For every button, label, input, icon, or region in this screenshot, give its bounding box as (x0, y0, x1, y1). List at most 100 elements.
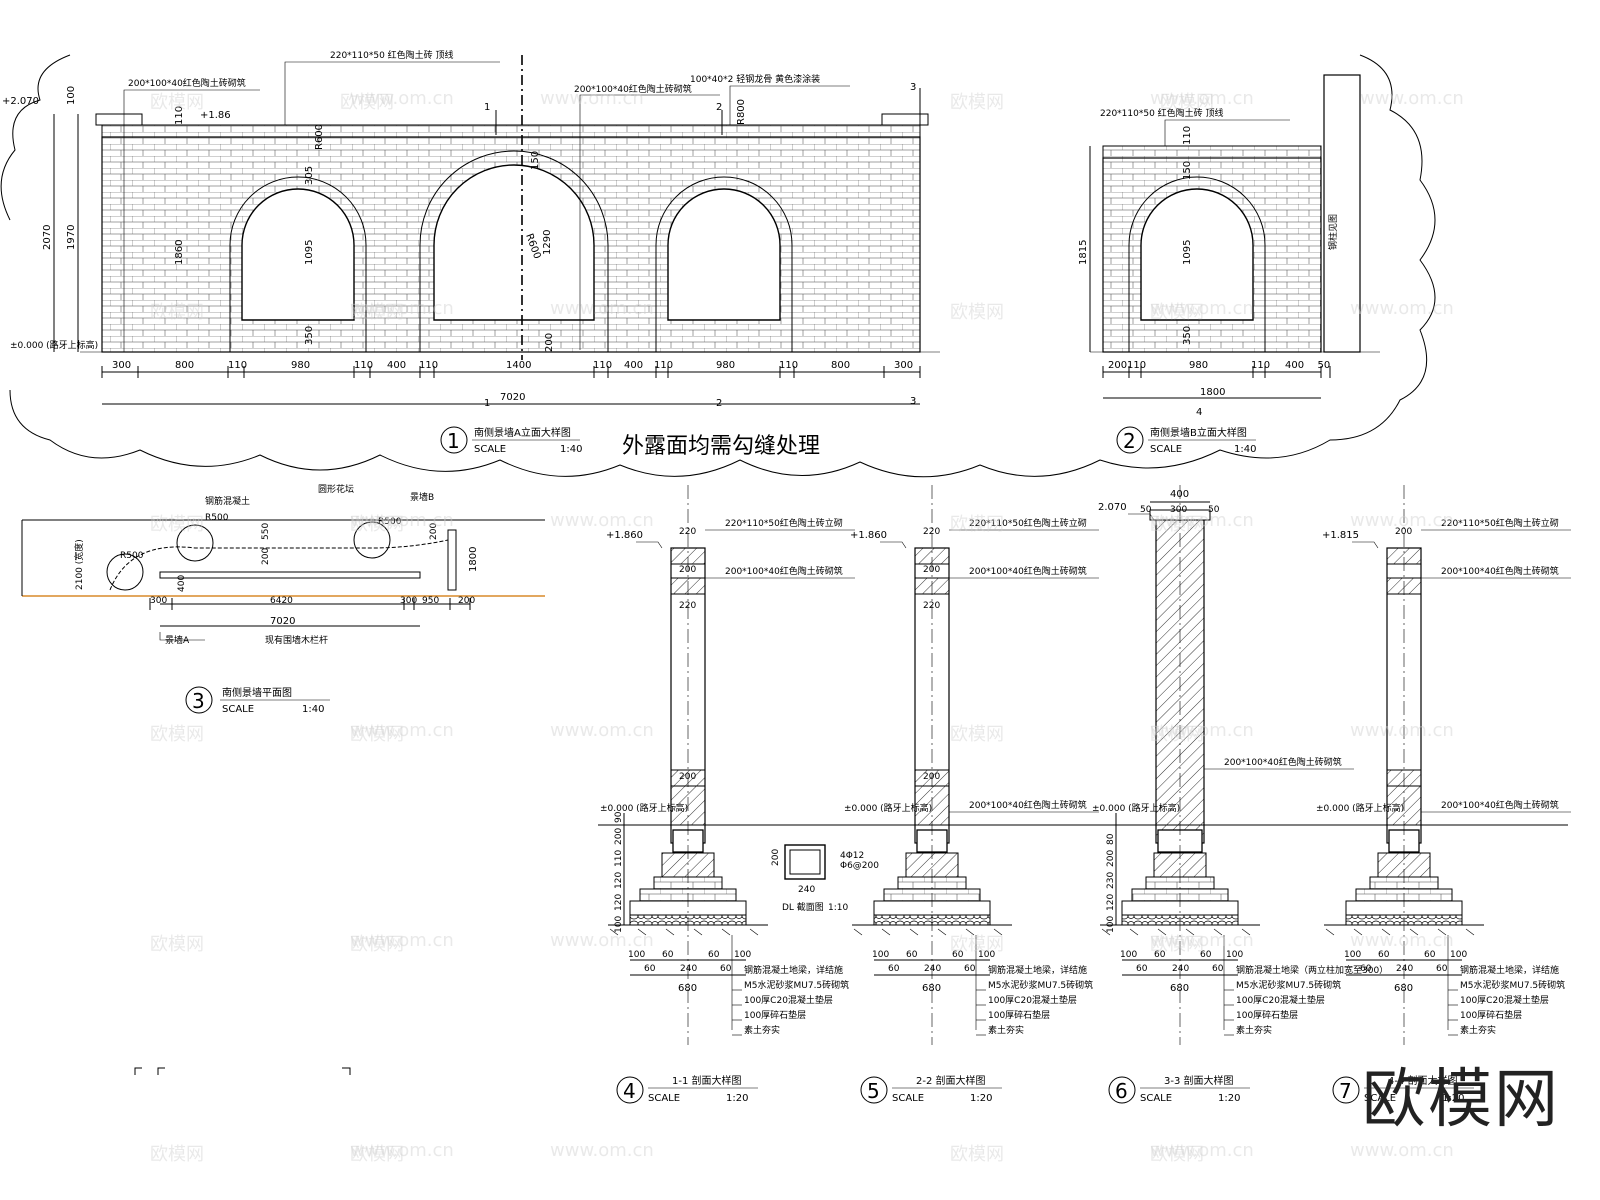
section-title: 4-4 剖面大样图 (1388, 1074, 1458, 1087)
elev-a-dim: 110 (779, 360, 798, 371)
section-foot-dim: 60 (964, 964, 976, 974)
section-layer: 钢筋混凝土地梁，详结施 (744, 964, 843, 976)
elev-a-dim: 800 (831, 360, 850, 371)
plan-wall-a (159, 571, 421, 579)
plan-200-a: 200 (261, 548, 271, 565)
watermark-logo: 欧模网 (1150, 934, 1204, 955)
steel-post (1323, 74, 1361, 353)
section-foot-dim: 60 (708, 950, 720, 960)
arch-opening-3 (667, 188, 781, 321)
height-305: 305 (304, 166, 315, 185)
watermark-logo: 欧模网 (1150, 724, 1204, 745)
section-layer: M5水泥砂浆MU7.5砖砌筑 (1236, 979, 1341, 991)
elev-a-note-2: 220*110*50 红色陶土砖 顶线 (330, 49, 454, 61)
section-scale: 1:20 (1442, 1093, 1464, 1104)
beam-detail: 200 240 4Φ12 Φ6@200 DL 截面图 1:10 (771, 844, 879, 913)
section-left-dim: 90 (614, 811, 624, 823)
watermark-logo: 欧模网 (950, 302, 1004, 323)
arch-ring-1 (229, 176, 367, 352)
section-width: 680 (1170, 983, 1189, 994)
section-foot-dim: 60 (906, 950, 918, 960)
section-foot-dim: 60 (952, 950, 964, 960)
height-100: 100 (66, 86, 77, 105)
section-foot-dim: 240 (1396, 964, 1413, 974)
plan-label-3: 景墙B (410, 491, 434, 503)
plan-scale-word: SCALE (222, 704, 254, 715)
level-186: +1.86 (200, 110, 231, 121)
section-foot-dim: 240 (1172, 964, 1189, 974)
section-layer: 钢筋混凝土地梁（两立柱加宽至300） (1236, 964, 1388, 976)
elev-a-dim: 300 (112, 360, 131, 371)
watermark-url: www.om.cn (1360, 88, 1464, 109)
watermark-logo: 欧模网 (1150, 302, 1204, 323)
plan-550: 550 (261, 523, 271, 540)
watermark-url: www.om.cn (1150, 298, 1254, 319)
elev-b-scale-word: SCALE (1150, 444, 1182, 455)
section-top-dim: 50 (1208, 505, 1220, 515)
elev-a-dim: 400 (387, 360, 406, 371)
plan-dim: 200 (458, 596, 475, 606)
section-note: 220*110*50红色陶土砖立砌 (1441, 517, 1559, 529)
section-layer: 钢筋混凝土地梁，详结施 (1460, 964, 1559, 976)
watermark-logo: 欧模网 (1150, 514, 1204, 535)
section-layer: 100厚碎石垫层 (1460, 1009, 1522, 1021)
beam-scale: 1:10 (828, 903, 848, 913)
height-1970: 1970 (66, 225, 77, 250)
section-foot-dim: 60 (1436, 964, 1448, 974)
section-scale: 1:20 (1218, 1093, 1240, 1104)
section-top-level: +1.860 (850, 530, 887, 541)
plan-dim: 950 (422, 596, 439, 606)
level-ground-a: ±0.000 (路牙上标高) (10, 339, 98, 351)
height-350-b: 350 (1182, 326, 1193, 345)
plan-200-b: 200 (429, 523, 439, 540)
height-350-a: 350 (304, 326, 315, 345)
section-dim: 200 (923, 772, 940, 782)
watermark-logo: 欧模网 (950, 1144, 1004, 1165)
watermark-logo: 欧模网 (350, 724, 404, 745)
section-top-level: +1.815 (1322, 530, 1359, 541)
planter-1 (106, 553, 144, 591)
section-ground-level: ±0.000 (路牙上标高) (600, 802, 688, 814)
watermark-url: www.om.cn (550, 298, 654, 319)
section-foot-dim: 60 (1360, 964, 1372, 974)
section-width: 680 (678, 983, 697, 994)
section-foot-dim: 240 (924, 964, 941, 974)
sec-mark-2-top: 2 (716, 102, 722, 113)
watermark-url: www.om.cn (350, 298, 454, 319)
section-left-dim: 120 (614, 894, 624, 911)
arch-ring-2 (419, 150, 609, 352)
section-layer: 100厚C20混凝土垫层 (988, 994, 1077, 1006)
elev-a-scale-word: SCALE (474, 444, 506, 455)
watermark-url: www.om.cn (550, 720, 654, 741)
section-scale-word: SCALE (892, 1093, 924, 1104)
watermark-url: www.om.cn (1350, 720, 1454, 741)
sec-mark-3-bot: 3 (910, 396, 916, 407)
wall-a-coping (101, 124, 921, 138)
sec-mark-2-bot: 2 (716, 398, 722, 409)
section-layer: M5水泥砂浆MU7.5砖砌筑 (988, 979, 1093, 991)
plan-wall-b (447, 529, 457, 591)
watermark-url: www.om.cn (1150, 510, 1254, 531)
section-foot-dim: 60 (662, 950, 674, 960)
section-title: 3-3 剖面大样图 (1164, 1074, 1234, 1087)
section-top-level: 2.070 (1098, 502, 1127, 513)
section-foot-dim: 60 (1424, 950, 1436, 960)
section-layer: 钢筋混凝土地梁，详结施 (988, 964, 1087, 976)
section-foot-dim: 100 (1344, 950, 1361, 960)
arch-opening-b (1140, 188, 1254, 321)
watermark-url: www.om.cn (350, 88, 454, 109)
section-width: 680 (922, 983, 941, 994)
section-foot-dim: 240 (680, 964, 697, 974)
plan-400: 400 (177, 575, 187, 592)
section-foot-dim: 60 (720, 964, 732, 974)
height-1290: 1290 (542, 230, 553, 255)
section-number: 5 (867, 1079, 880, 1103)
section-foot-dim: 100 (1450, 950, 1467, 960)
plan-dim: 300 (150, 596, 167, 606)
watermark-url: www.om.cn (1350, 510, 1454, 531)
plan-r500-2: R500 (205, 513, 229, 523)
elev-b-dim: 200 (1108, 360, 1127, 371)
watermark-logo: 欧模网 (950, 724, 1004, 745)
